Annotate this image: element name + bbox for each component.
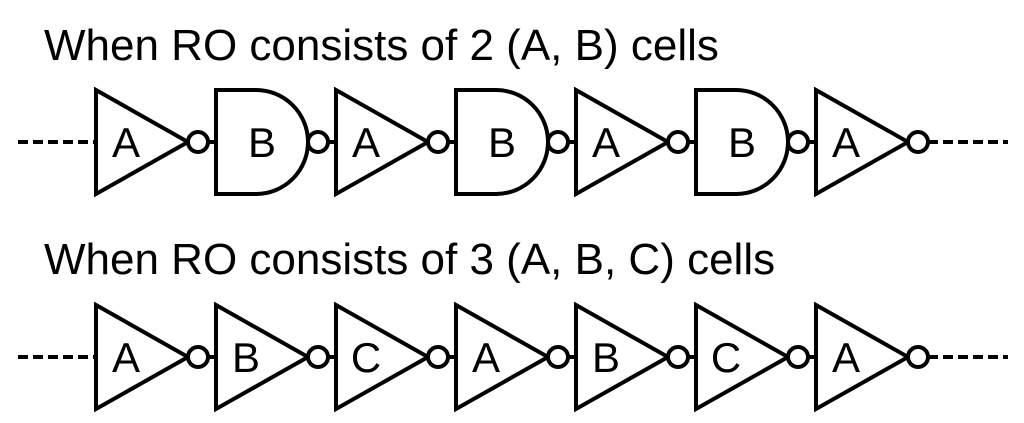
gate-label: A — [352, 119, 380, 166]
inverter-gate — [814, 301, 913, 413]
gate-label: B — [728, 119, 756, 166]
gate-label: A — [472, 334, 500, 381]
output-bubble — [186, 345, 210, 369]
gate-label: A — [592, 119, 620, 166]
inverter-gate — [574, 86, 673, 198]
output-bubble — [666, 130, 690, 154]
inverter-gate — [694, 301, 793, 413]
output-bubble — [906, 345, 930, 369]
gate-label: B — [592, 334, 620, 381]
inverter-gate — [214, 301, 313, 413]
gate-label: B — [488, 119, 516, 166]
output-bubble — [786, 130, 810, 154]
gate-label: B — [232, 334, 260, 381]
inverter-gate — [454, 301, 553, 413]
gate-label: A — [832, 334, 860, 381]
inverter-gate — [814, 86, 913, 198]
output-bubble — [546, 130, 570, 154]
inverter-gate — [334, 301, 433, 413]
inverter-gate — [94, 301, 193, 413]
gate-label: B — [248, 119, 276, 166]
output-bubble — [666, 345, 690, 369]
output-bubble — [306, 130, 330, 154]
output-bubble — [306, 345, 330, 369]
gate-label: A — [112, 334, 140, 381]
gate-label: A — [832, 119, 860, 166]
output-bubble — [426, 130, 450, 154]
output-bubble — [786, 345, 810, 369]
row-2-heading: When RO consists of 3 (A, B, C) cells — [44, 235, 776, 284]
output-bubble — [546, 345, 570, 369]
inverter-gate — [94, 86, 193, 198]
inverter-gate — [334, 86, 433, 198]
gate-label: A — [112, 119, 140, 166]
output-bubble — [906, 130, 930, 154]
inverter-gate — [574, 301, 673, 413]
output-bubble — [426, 345, 450, 369]
output-bubble — [186, 130, 210, 154]
gate-label: C — [351, 334, 381, 381]
row-1-heading: When RO consists of 2 (A, B) cells — [44, 21, 719, 70]
gate-label: C — [711, 334, 741, 381]
